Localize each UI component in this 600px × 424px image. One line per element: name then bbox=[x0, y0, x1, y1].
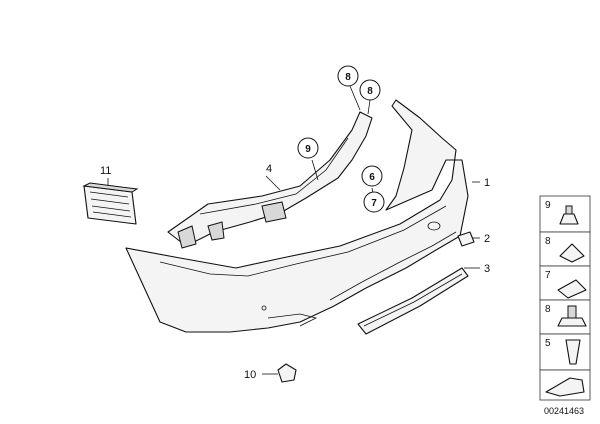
document-number: 00241463 bbox=[544, 406, 584, 416]
clip-part[interactable] bbox=[277, 363, 297, 383]
svg-text:7: 7 bbox=[371, 198, 377, 209]
legend-label-4: 8 bbox=[545, 304, 551, 315]
callout-4: 4 bbox=[266, 163, 272, 175]
legend-label-1: 9 bbox=[545, 200, 551, 211]
spring-clip-icon bbox=[557, 279, 587, 299]
legend-label-2: 8 bbox=[545, 236, 551, 247]
callout-11: 11 bbox=[100, 165, 111, 177]
legend-label-3: 7 bbox=[545, 270, 551, 281]
clip-nut-icon bbox=[559, 243, 585, 263]
rear-bumper-panel-part[interactable] bbox=[125, 99, 469, 333]
circled-callout-b: 8 bbox=[359, 79, 381, 101]
svg-text:8: 8 bbox=[345, 72, 351, 83]
svg-text:6: 6 bbox=[369, 172, 375, 183]
lower-grille-strip-part[interactable] bbox=[357, 267, 469, 335]
plug-part[interactable] bbox=[457, 231, 475, 247]
circled-callout-a: 8 bbox=[337, 65, 359, 87]
circled-callout-d: 6 bbox=[361, 165, 383, 187]
callout-1: 1 bbox=[484, 177, 490, 189]
grille-part[interactable] bbox=[82, 182, 139, 225]
callout-10: 10 bbox=[244, 369, 256, 381]
callout-2: 2 bbox=[484, 233, 490, 245]
fastener-legend: 9 8 7 8 5 bbox=[539, 195, 591, 401]
svg-text:9: 9 bbox=[305, 144, 311, 155]
screw-icon bbox=[557, 317, 587, 327]
svg-text:8: 8 bbox=[367, 86, 373, 97]
circled-callout-e: 7 bbox=[363, 191, 385, 213]
legend-label-5: 5 bbox=[545, 338, 551, 349]
rivet-icon bbox=[565, 339, 581, 365]
callout-3: 3 bbox=[484, 263, 490, 275]
bumper-carrier-part[interactable] bbox=[167, 111, 373, 249]
panel-arrow-icon bbox=[545, 377, 585, 397]
circled-callout-c: 9 bbox=[297, 137, 319, 159]
